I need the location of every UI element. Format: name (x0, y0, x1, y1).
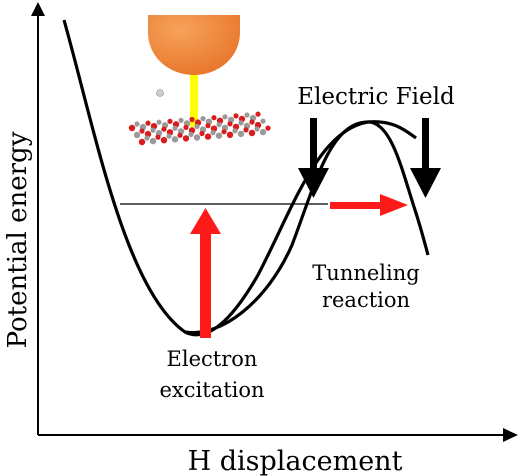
molecule-atom (171, 136, 179, 143)
molecule-atom (183, 124, 189, 130)
molecule-atom (221, 129, 227, 135)
molecule-atom (254, 126, 260, 132)
tunneling-arrow (330, 194, 408, 216)
molecule-atom (248, 129, 256, 137)
molecule-atom (138, 138, 146, 146)
hydrogen-atom (156, 89, 164, 97)
field-arrow-left-head (298, 168, 329, 198)
molecule-atom (200, 116, 206, 122)
molecule-atom (155, 134, 161, 140)
molecule-atom (144, 135, 150, 141)
molecule-atom (226, 131, 234, 138)
excitation-arrow (190, 208, 221, 338)
molecule-atom (265, 125, 271, 131)
molecule-atom (189, 116, 195, 123)
molecule-atom (260, 118, 266, 124)
molecule-atom (216, 122, 222, 128)
tunneling-label-line1: Tunneling (312, 261, 419, 285)
molecule-atom (227, 121, 233, 127)
molecule-atom (259, 128, 267, 136)
molecule-atom (233, 113, 239, 119)
molecule-atom (199, 130, 205, 137)
field-arrow-left (298, 118, 329, 198)
molecule-atom (193, 134, 201, 141)
molecule-atom (156, 119, 162, 125)
molecule-atom (139, 128, 145, 134)
tunneling-arrow-head (380, 194, 408, 216)
tunneling-label-line2: reaction (322, 288, 410, 312)
molecule-atom (211, 115, 217, 121)
molecule-atom (149, 137, 157, 145)
molecule-atom (134, 121, 140, 127)
molecule-atom (177, 132, 183, 138)
molecule-layer (128, 111, 271, 146)
axes (31, 2, 518, 442)
excitation-label-line2: excitation (159, 378, 264, 402)
field-arrow-right-shaft (422, 118, 429, 176)
molecule-atom (210, 130, 216, 136)
molecule-atom (243, 127, 249, 133)
field-arrow-left-shaft (310, 118, 317, 176)
field-arrow-right (410, 118, 441, 198)
molecule-atom (128, 124, 136, 132)
excitation-label-line1: Electron (167, 347, 258, 371)
tunneling-beam (190, 75, 198, 127)
molecule-atom (161, 126, 167, 132)
molecule-atom (205, 123, 211, 129)
molecule-atom (166, 133, 172, 139)
molecule-atom (238, 120, 244, 126)
molecule-atom (150, 127, 156, 133)
molecule-atom (215, 132, 223, 139)
excitation-arrow-shaft (200, 232, 211, 338)
x-axis-arrowhead (503, 428, 518, 442)
molecule-atom (145, 120, 151, 126)
molecule-atom (255, 111, 261, 117)
molecule-atom (249, 119, 255, 125)
molecule-atom (167, 118, 173, 124)
molecule-atom (133, 131, 141, 139)
molecule-atom (204, 133, 212, 140)
field-arrow-right-head (410, 168, 441, 198)
molecule-atom (178, 117, 184, 123)
molecule-atom (194, 123, 200, 130)
molecule-atom (232, 128, 238, 134)
molecule-atom (172, 125, 178, 131)
y-axis-label: Potential energy (3, 131, 33, 348)
y-axis-arrowhead (31, 2, 45, 16)
stm-illustration (128, 15, 271, 146)
molecule-atom (222, 114, 228, 120)
molecule-atom (188, 131, 194, 137)
molecule-atom (182, 135, 190, 142)
molecule-atom (160, 137, 168, 144)
electric-field-label: Electric Field (297, 84, 455, 110)
molecule-atom (237, 130, 245, 138)
excitation-arrow-head (190, 208, 221, 234)
stm-tip (148, 15, 240, 75)
tunneling-arrow-shaft (330, 202, 382, 209)
molecule-atom (244, 112, 250, 118)
potential-curve-field (184, 120, 430, 335)
x-axis-label: H displacement (188, 446, 403, 476)
